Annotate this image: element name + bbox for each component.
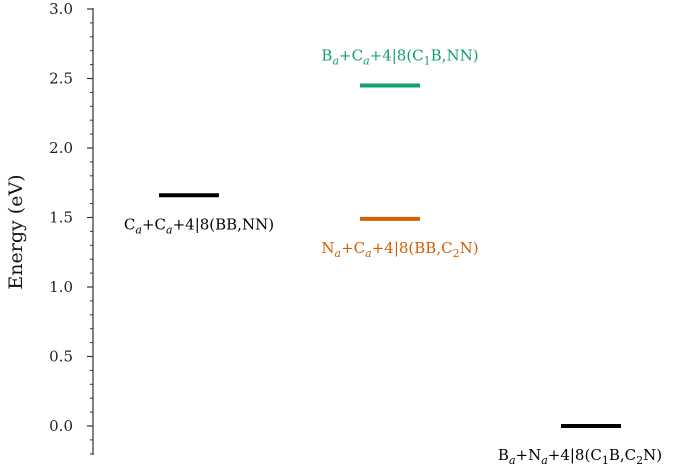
y-tick-label: 0.0: [49, 417, 73, 435]
energy-level-label: Ca+Ca+4|8(BB,NN): [124, 215, 274, 236]
energy-level-label: Ba+Na+4|8(C1B,C2N): [498, 446, 662, 465]
y-tick-label: 0.5: [49, 348, 73, 366]
y-tick-label: 3.0: [49, 0, 73, 18]
energy-level-label: Na+Ca+4|8(BB,C2N): [321, 239, 478, 260]
y-axis-label: Energy (eV): [5, 174, 27, 289]
y-tick-label: 2.0: [49, 139, 73, 157]
energy-level-label: Ba+Ca+4|8(C1B,NN): [321, 46, 478, 67]
energy-levels: Ca+Ca+4|8(BB,NN) Ba+Ca+4|8(C1B,NN) Na+Ca+4…: [124, 46, 662, 465]
y-tick-label: 2.5: [49, 70, 73, 88]
y-tick-label: 1.0: [49, 278, 73, 296]
y-axis: 0.0 0.5 1.0 1.5 2.0 2.5 3.0: [49, 0, 94, 455]
y-tick-label: 1.5: [49, 209, 73, 227]
